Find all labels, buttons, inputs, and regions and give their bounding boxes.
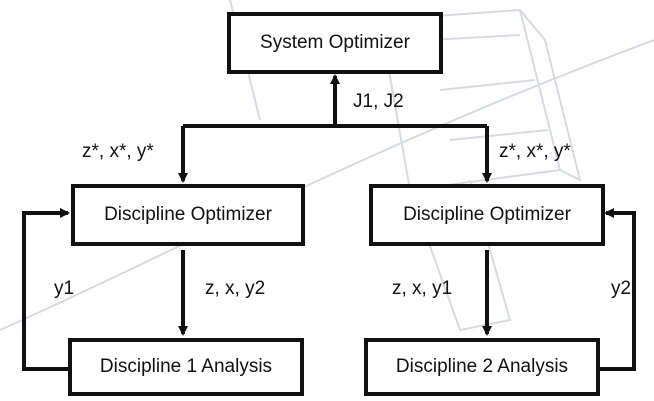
right-analysis-input-label: z, x, y1 — [392, 278, 453, 299]
right-feedback-label: y2 — [611, 278, 632, 299]
left-discipline-optimizer-node: Discipline Optimizer — [71, 184, 305, 246]
right-discipline-optimizer-node: Discipline Optimizer — [369, 184, 605, 246]
right-feedback-edge — [586, 208, 636, 371]
left-analysis-input-label: z, x, y2 — [205, 278, 266, 299]
left-optimizer-input-label: z*, x*, y* — [82, 141, 154, 162]
left-feedback-edge — [22, 208, 72, 371]
left-feedback-label: y1 — [54, 278, 75, 299]
right-discipline-analysis-node: Discipline 2 Analysis — [364, 338, 600, 396]
right-optimizer-input-label: z*, x*, y* — [499, 141, 571, 162]
left-discipline-analysis-node: Discipline 1 Analysis — [68, 338, 304, 396]
system-input-label: J1, J2 — [353, 91, 404, 112]
system-optimizer-node: System Optimizer — [227, 12, 443, 74]
